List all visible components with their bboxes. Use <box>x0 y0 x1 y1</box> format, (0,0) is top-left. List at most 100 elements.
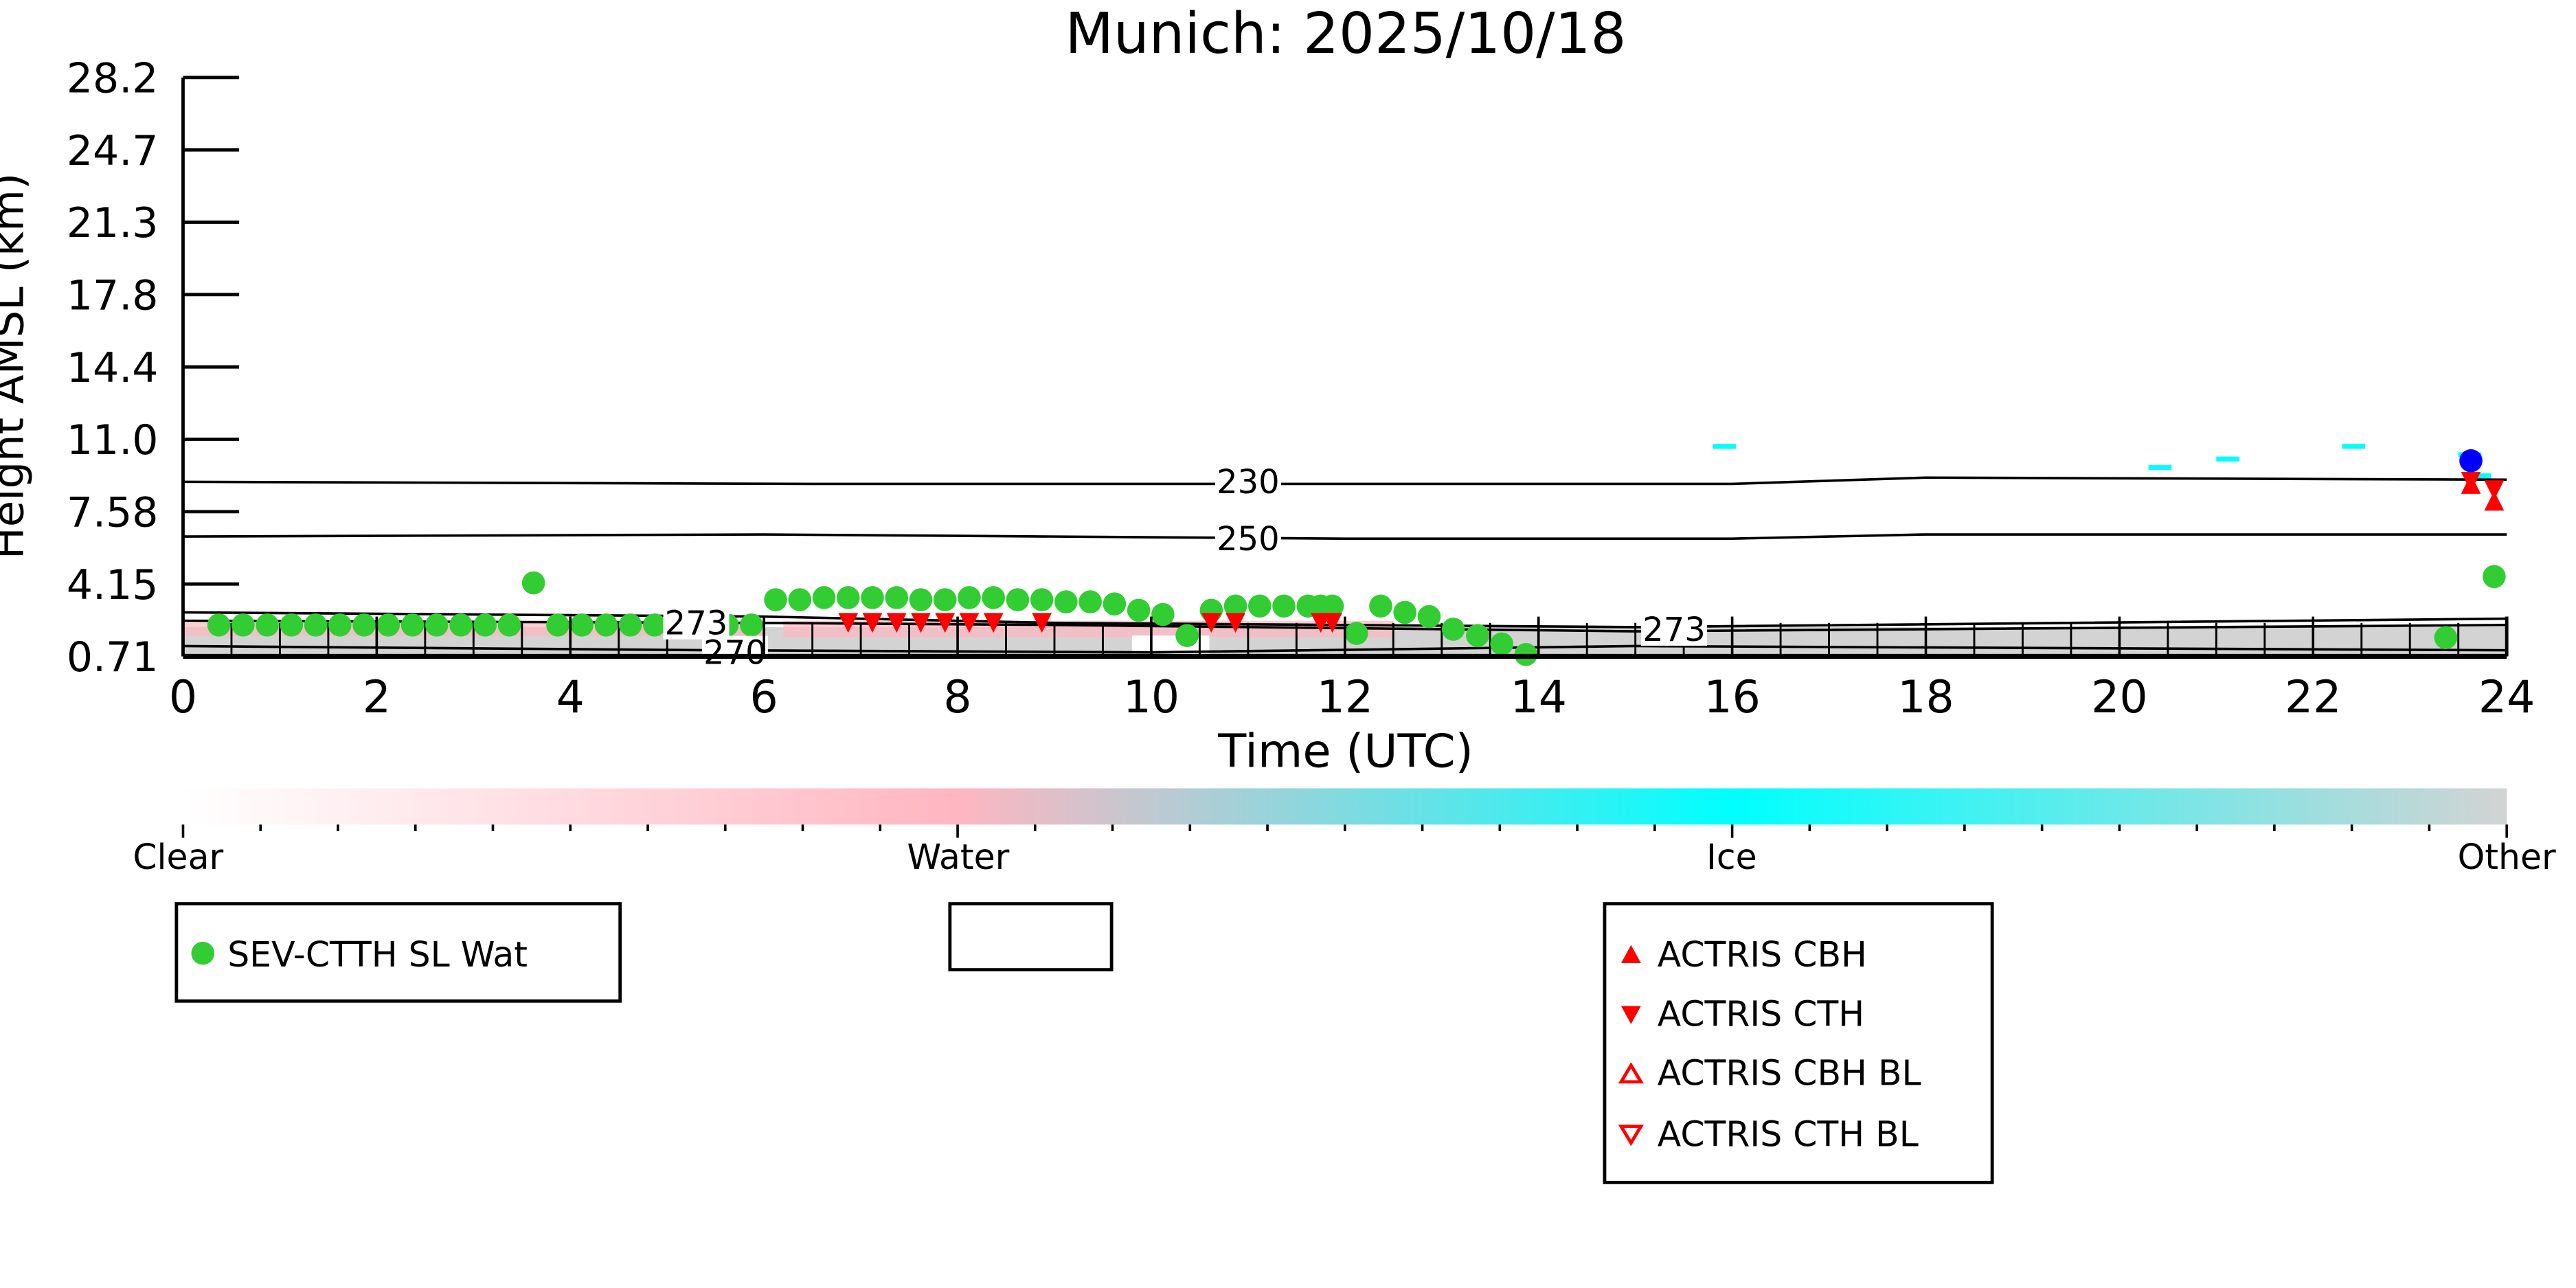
data-point <box>2483 565 2506 589</box>
data-point <box>1175 624 1199 647</box>
y-tick-label: 11.0 <box>67 416 159 464</box>
data-point <box>1393 600 1417 624</box>
x-tick-label: 10 <box>1123 672 1179 723</box>
legend-actris: ACTRIS CBH ACTRIS CTH ACTRIS CBH BL ACTR… <box>1603 902 1994 1184</box>
data-point <box>1030 588 1054 611</box>
triangle-up-icon <box>1620 945 1641 964</box>
data-point <box>2434 626 2458 650</box>
colorbar-ticks <box>181 824 2508 838</box>
x-tick-label: 16 <box>1704 672 1760 723</box>
x-tick-label: 0 <box>169 672 197 723</box>
triangle-down-icon <box>1620 1006 1641 1024</box>
ice-cloud-region <box>2216 456 2239 462</box>
data-point <box>618 613 642 637</box>
x-tick-label: 18 <box>1897 672 1954 723</box>
legend-label: ACTRIS CTH <box>1658 993 1864 1034</box>
contour-line-250 <box>183 533 2507 540</box>
y-axis-label: Height AMSL (km) <box>0 173 34 560</box>
legend-label: ACTRIS CBH <box>1658 934 1867 975</box>
data-point <box>1322 613 1342 633</box>
data-point <box>352 613 376 637</box>
data-point <box>764 588 787 611</box>
colorbar <box>183 788 2507 825</box>
y-tick-label: 21.3 <box>67 199 159 247</box>
data-point <box>1151 602 1175 626</box>
data-point <box>1103 592 1127 615</box>
data-point <box>2461 471 2481 492</box>
x-axis-label: Time (UTC) <box>1217 724 1473 778</box>
data-point <box>2459 449 2483 473</box>
x-tick-label: 12 <box>1317 672 1373 723</box>
y-tick-label: 14.4 <box>67 344 159 392</box>
data-point <box>1054 590 1078 613</box>
contour-label-background <box>1641 612 1708 646</box>
data-point <box>643 613 666 637</box>
data-markers <box>207 449 2506 666</box>
colorbar-label-ice: Ice <box>1706 837 1757 877</box>
contour-label: 273 <box>1642 611 1706 649</box>
y-tick-label: 7.58 <box>67 488 159 536</box>
data-point <box>1247 594 1272 618</box>
x-tick-label: 8 <box>943 672 971 723</box>
data-point <box>1201 613 1221 633</box>
data-point <box>328 613 352 637</box>
triangle-down-open-icon <box>1618 1125 1645 1146</box>
contour-label-background <box>701 635 768 669</box>
data-point <box>935 613 956 633</box>
data-point <box>1369 594 1392 618</box>
data-point <box>836 586 860 609</box>
data-point <box>1272 594 1296 618</box>
ice-cloud-region <box>1713 444 1737 449</box>
legend-green-circle-icon <box>191 941 215 965</box>
contour-label: 250 <box>1217 520 1280 558</box>
y-tick-label: 28.2 <box>67 54 159 102</box>
data-point <box>1078 590 1102 613</box>
x-tick-label: 2 <box>363 672 391 723</box>
ice-cloud-region <box>2148 464 2172 471</box>
data-point <box>304 613 328 637</box>
data-point <box>1032 613 1052 633</box>
data-point <box>570 613 594 637</box>
data-point <box>1344 622 1368 645</box>
data-point <box>1225 613 1245 633</box>
x-tick-label: 24 <box>2478 672 2535 723</box>
contour-label: 270 <box>703 633 767 672</box>
data-point <box>2484 480 2505 501</box>
data-point <box>231 613 255 637</box>
chart-title: Munich: 2025/10/18 <box>1065 1 1627 67</box>
contour-line-230 <box>183 476 2507 486</box>
data-point <box>740 613 763 637</box>
data-point <box>594 613 618 637</box>
data-point <box>933 588 957 611</box>
data-point <box>862 613 883 633</box>
data-point <box>521 571 545 595</box>
triangle-up-open-icon <box>1618 1062 1645 1084</box>
data-point <box>207 613 231 637</box>
colorbar-label-clear: Clear <box>133 837 223 877</box>
data-point <box>546 613 569 637</box>
data-point <box>1490 632 1513 656</box>
x-tick-label: 14 <box>1510 672 1566 723</box>
data-point <box>885 586 909 609</box>
data-point <box>788 588 812 611</box>
data-point <box>256 613 279 637</box>
data-point <box>449 613 473 637</box>
data-point <box>861 586 884 609</box>
data-point <box>909 588 933 611</box>
data-point <box>911 613 931 633</box>
data-point <box>1006 588 1030 611</box>
data-point <box>376 613 400 637</box>
data-point <box>425 613 449 637</box>
data-point <box>812 586 836 609</box>
data-point <box>1466 624 1489 647</box>
data-point <box>400 613 425 637</box>
data-point <box>886 613 907 633</box>
legend-empty <box>948 902 1114 972</box>
data-point <box>473 613 497 637</box>
data-point <box>982 586 1006 609</box>
contour-label-background <box>1214 465 1281 499</box>
data-point <box>1417 605 1441 629</box>
y-tick-label: 0.71 <box>67 633 159 681</box>
